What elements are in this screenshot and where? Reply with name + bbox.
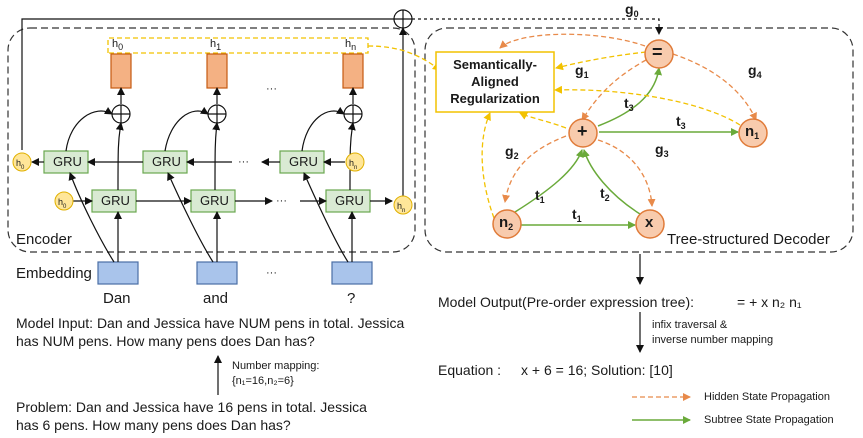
hidden-label-1: h1 bbox=[210, 38, 222, 52]
word-question: ? bbox=[347, 290, 356, 307]
model-output-expression: = + x n₂ n₁ bbox=[737, 294, 802, 310]
gru-label: GRU bbox=[53, 154, 82, 169]
legend-subtree-label: Subtree State Propagation bbox=[704, 414, 834, 426]
regularization-line: Aligned bbox=[471, 74, 519, 89]
init-state-bw-right bbox=[345, 152, 365, 172]
traversal-line-1: infix traversal & bbox=[652, 319, 728, 331]
init-state-fw-right bbox=[393, 195, 413, 215]
model-input-line-1: Model Input: Dan and Jessica have NUM pe… bbox=[16, 315, 405, 331]
reg-link-n1 bbox=[554, 85, 741, 126]
node-label-n1: n1 bbox=[745, 123, 760, 141]
number-mapping-title: Number mapping: bbox=[232, 360, 320, 372]
gru-label: GRU bbox=[200, 193, 229, 208]
hidden-to-reg-arrow bbox=[367, 45, 441, 71]
gru-label: GRU bbox=[335, 193, 364, 208]
init-label-bw-right: hn bbox=[349, 158, 358, 171]
word-and: and bbox=[203, 290, 229, 307]
init-state-fw-left bbox=[54, 191, 74, 211]
t-label: t1 bbox=[535, 187, 545, 205]
node-label-plus: + bbox=[577, 121, 588, 141]
model-input-line-2: has NUM pens. How many pens does Dan has… bbox=[16, 333, 315, 349]
legend-hidden-label: Hidden State Propagation bbox=[704, 391, 830, 403]
equation-label: Equation : bbox=[438, 362, 502, 378]
t-label: t3 bbox=[676, 113, 686, 131]
word-dan: Dan bbox=[103, 290, 131, 307]
backward-final-line bbox=[21, 18, 394, 150]
gru-label: GRU bbox=[101, 193, 130, 208]
init-state-bw-left bbox=[12, 152, 32, 172]
edge-root-plus-g bbox=[581, 59, 647, 121]
g3-label: g3 bbox=[655, 141, 669, 159]
edge-plus-n2-g2 bbox=[502, 135, 567, 203]
regularization-label: Semantically- Aligned Regularization bbox=[436, 56, 554, 107]
problem-line-2: has 6 pens. How many pens does Dan has? bbox=[16, 417, 291, 433]
g4-label: g4 bbox=[748, 62, 762, 80]
equation-value: x + 6 = 16; Solution: [10] bbox=[521, 362, 673, 378]
edge-x-plus-t2 bbox=[582, 149, 641, 215]
problem-line-1: Problem: Dan and Jessica have 16 pens in… bbox=[16, 399, 367, 415]
ellipsis-embedding: ··· bbox=[266, 267, 277, 279]
tree-node-plus bbox=[568, 118, 598, 148]
encoder-title: Encoder bbox=[16, 231, 72, 248]
regularization-line: Regularization bbox=[450, 91, 540, 106]
node-label-root: = bbox=[652, 42, 663, 62]
g1-label: g1 bbox=[575, 62, 589, 80]
ellipsis-backward: ··· bbox=[238, 156, 249, 168]
t-label: t1 bbox=[572, 206, 582, 224]
encoder-column-n bbox=[279, 53, 373, 285]
traversal-line-2: inverse number mapping bbox=[652, 334, 774, 346]
decoder-box bbox=[424, 27, 854, 253]
embedding-label: Embedding bbox=[16, 265, 92, 282]
regularization-box bbox=[435, 51, 555, 113]
reg-link-plus bbox=[519, 112, 567, 129]
tree-node-x bbox=[635, 209, 665, 239]
hidden-collect-line bbox=[107, 37, 369, 54]
ellipsis-forward: ··· bbox=[276, 195, 287, 207]
init-label-fw-left: h0 bbox=[58, 197, 67, 210]
reg-link-root bbox=[555, 51, 647, 71]
decoder-title: Tree-structured Decoder bbox=[667, 231, 830, 248]
node-label-x: x bbox=[645, 214, 654, 231]
model-output-label: Model Output(Pre-order expression tree): bbox=[438, 294, 694, 310]
g0-label: g0 bbox=[625, 1, 639, 19]
edge-root-n1-g4 bbox=[672, 53, 757, 121]
g0-arrow bbox=[412, 18, 663, 35]
gru-label: GRU bbox=[152, 154, 181, 169]
t-label: t3 bbox=[624, 95, 634, 113]
hidden-label-0: h0 bbox=[112, 38, 124, 52]
g2-label: g2 bbox=[505, 143, 519, 161]
edge-plus-x-g3 bbox=[597, 139, 656, 207]
edge-root-g1 bbox=[499, 33, 646, 49]
tree-node-n2 bbox=[492, 209, 522, 239]
t-label: t2 bbox=[600, 185, 610, 203]
gru-label: GRU bbox=[289, 154, 318, 169]
top-sum-node bbox=[393, 9, 413, 29]
encoder-box bbox=[7, 27, 416, 253]
regularization-line: Semantically- bbox=[453, 57, 537, 72]
node-label-n2: n2 bbox=[499, 214, 514, 232]
edge-plus-root-t bbox=[597, 67, 663, 127]
tree-node-n1 bbox=[738, 118, 768, 148]
edge-n2-plus-t1 bbox=[514, 149, 584, 213]
tree-node-root bbox=[644, 39, 674, 69]
ellipsis-top: ··· bbox=[266, 83, 277, 95]
init-label-fw-right: hn bbox=[397, 201, 406, 214]
number-mapping-value: {n₁=16,n₂=6} bbox=[232, 375, 294, 387]
reg-link-n2 bbox=[481, 112, 495, 219]
hidden-label-n: hn bbox=[345, 38, 357, 52]
init-label-bw-left: h0 bbox=[16, 158, 25, 171]
